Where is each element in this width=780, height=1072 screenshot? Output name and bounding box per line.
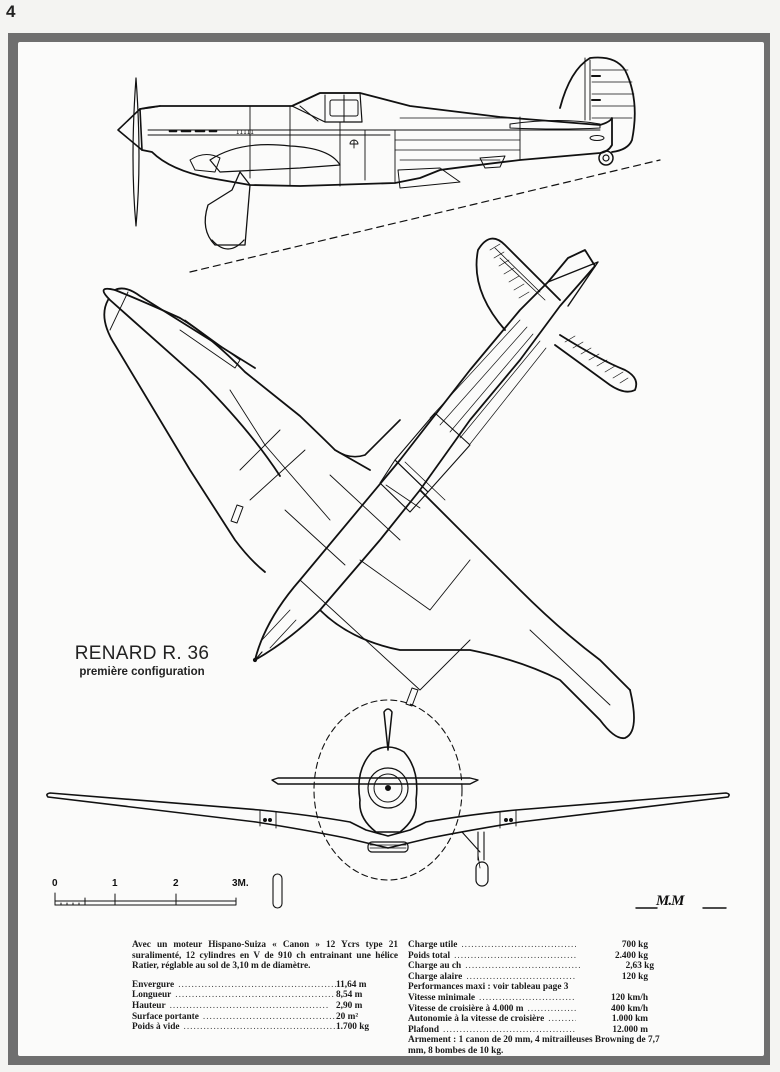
spec-row: Hauteur.................................… <box>132 1000 363 1011</box>
specs-right: Charge utile............................… <box>408 940 676 1057</box>
svg-text:IIIII: IIIII <box>236 129 254 136</box>
spec-row: Charge utile............................… <box>408 940 648 950</box>
scale-label: 1 <box>112 878 118 889</box>
spec-row: Vitesse de croisière à 4.000 m..........… <box>408 1003 648 1014</box>
spec-row: Autonomie à la vitesse de croisière.....… <box>408 1014 648 1025</box>
spec-row: Charge au ch............................… <box>408 961 654 972</box>
plan-view <box>102 237 638 740</box>
spec-row: Envergure...............................… <box>132 979 367 990</box>
spec-row: Poids total.............................… <box>408 950 648 961</box>
scale-label: 0 <box>52 878 58 889</box>
scale-bar <box>54 892 237 906</box>
spec-row: Longueur................................… <box>132 990 363 1001</box>
aircraft-subtitle: première configuration <box>79 666 205 678</box>
title-block: RENARD R. 36 première configuration <box>72 643 212 678</box>
spec-row: Plafond.................................… <box>408 1024 648 1035</box>
spec-row: Poids à vide............................… <box>132 1022 370 1033</box>
drawing-frame <box>8 33 770 1065</box>
signature: M.M <box>656 893 684 909</box>
side-view: IIIII <box>117 56 661 273</box>
specs-left: Avec un moteur Hispano-Suiza « Canon » 1… <box>132 940 398 1033</box>
spec-row: Vitesse minimale........................… <box>408 992 648 1003</box>
spec-row: Surface portante........................… <box>132 1011 359 1022</box>
performances-note: Performances maxi : voir tableau page 3 <box>408 982 569 993</box>
scale-label: 2 <box>173 878 179 889</box>
aircraft-title: RENARD R. 36 <box>74 643 210 664</box>
drawing-sheet <box>18 42 764 1056</box>
armament-note: Armement : 1 canon de 20 mm, 4 mitraille… <box>408 1035 660 1056</box>
engine-description: Avec un moteur Hispano-Suiza « Canon » 1… <box>132 940 398 972</box>
front-view <box>46 699 730 909</box>
page-number: 4 <box>6 2 16 21</box>
spec-row: Charge alaire...........................… <box>408 971 648 982</box>
scale-label: 3M. <box>232 878 249 889</box>
